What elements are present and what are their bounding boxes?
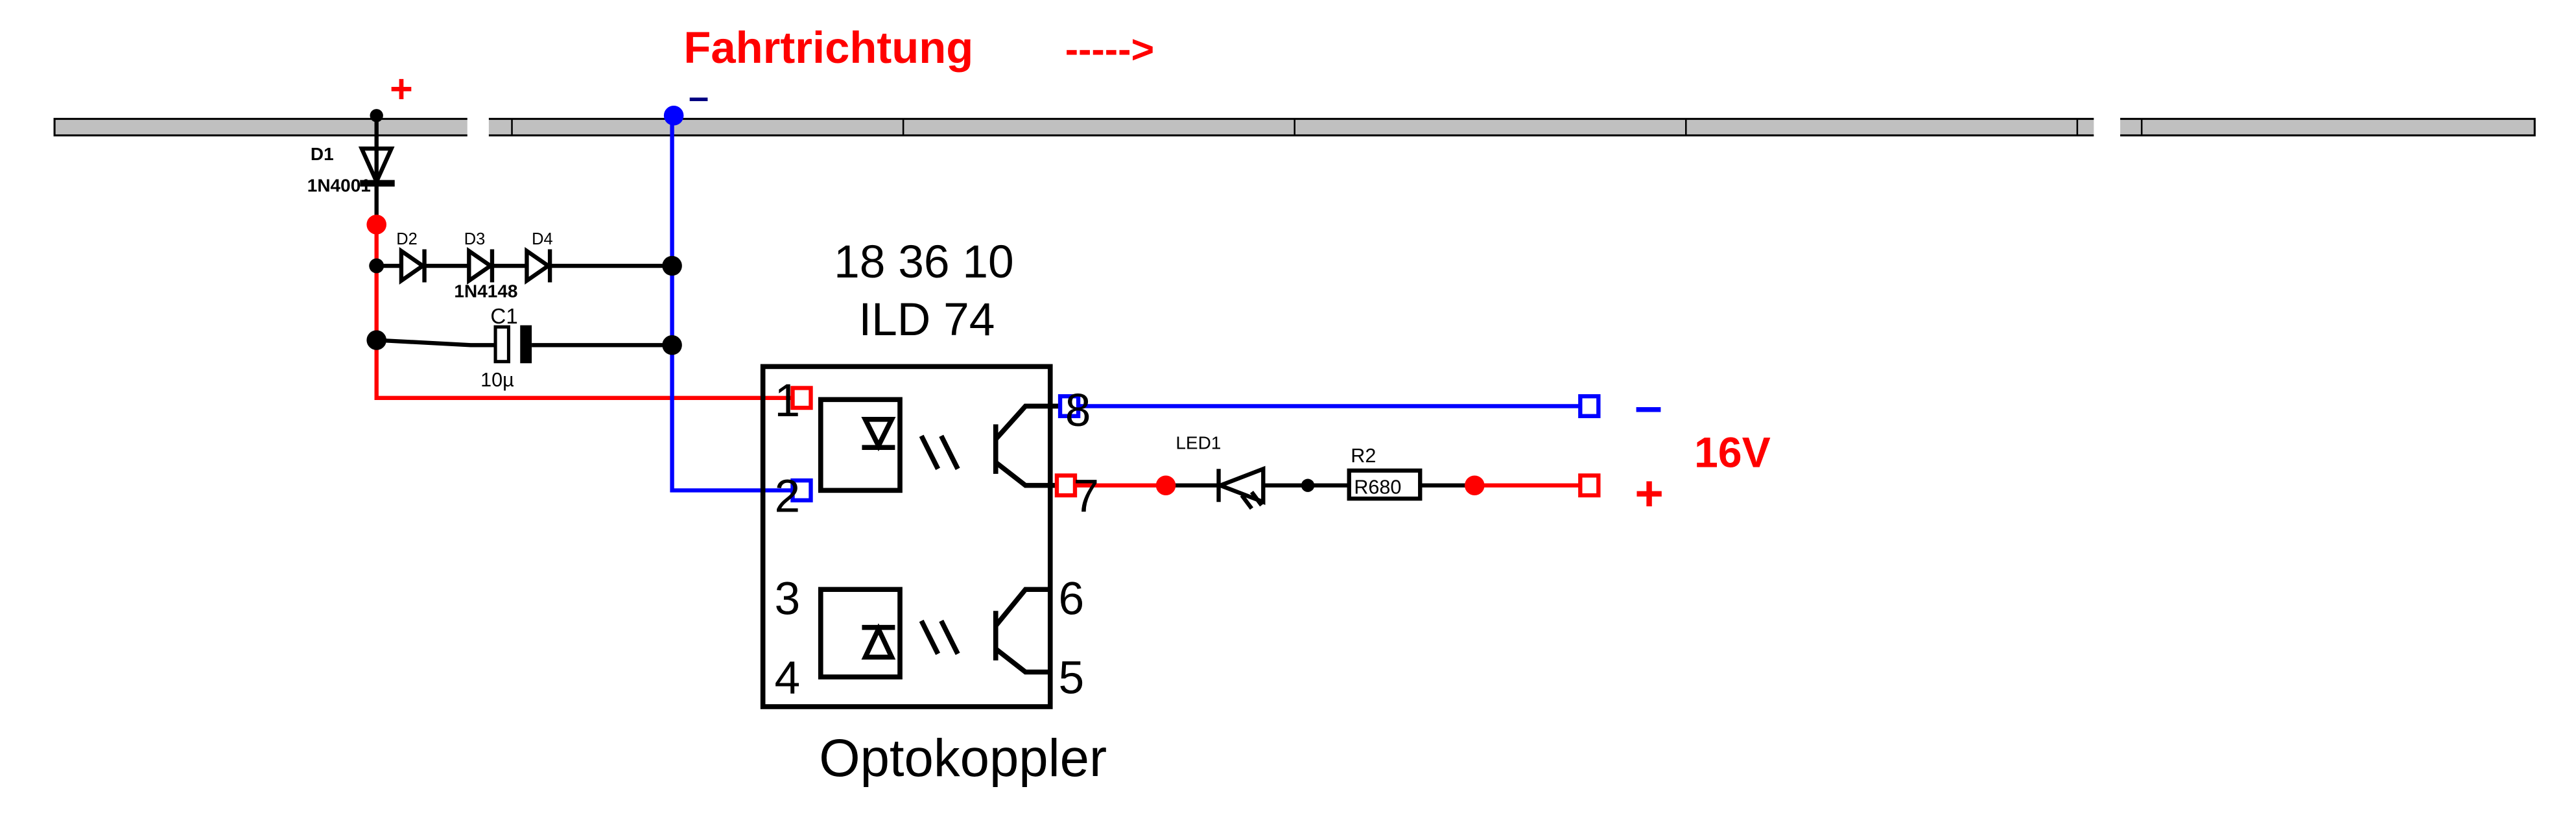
d2-ref: D2 (396, 230, 418, 248)
track-rail (53, 115, 2536, 139)
rail-minus-label: – (689, 76, 709, 117)
pin-7: 7 (1073, 470, 1099, 522)
led1-ref: LED1 (1176, 433, 1221, 453)
pin-5: 5 (1059, 652, 1085, 704)
pin-8: 8 (1065, 384, 1091, 436)
led1 (1214, 465, 1266, 510)
opto-label: Optokoppler (819, 729, 1107, 788)
opto-pin-terminals (790, 386, 1081, 502)
supply-voltage: 16V (1694, 429, 1771, 477)
resistor-r2 (1347, 468, 1423, 501)
d3-ref: D3 (464, 230, 486, 248)
d1-ref: D1 (311, 144, 334, 164)
junction-nodes (366, 105, 1485, 496)
c1-value: 10µ (480, 369, 514, 391)
diodes-d2-d4 (399, 247, 552, 285)
optocoupler-ic (760, 364, 1070, 709)
opto-part-numbers: 18 36 10 (834, 236, 1014, 288)
pin-3: 3 (774, 572, 800, 624)
pin-1: 1 (774, 375, 800, 427)
supply-minus: – (1635, 379, 1662, 434)
capacitor-c1 (493, 325, 532, 364)
rail-plus-label: + (390, 67, 413, 111)
supply-plus: + (1635, 466, 1664, 521)
pin-2: 2 (774, 470, 800, 522)
supply-terminals (1578, 394, 1601, 498)
diode-d1 (358, 147, 395, 187)
direction-label: Fahrtrichtung (683, 23, 973, 73)
d4-ref: D4 (532, 230, 553, 248)
c1-ref: C1 (490, 305, 517, 329)
d1-value: 1N4001 (307, 175, 371, 195)
pin-6: 6 (1059, 572, 1085, 624)
pin-4: 4 (774, 652, 800, 704)
opto-pin-numbers: 1 2 3 4 5 6 7 8 (774, 375, 1099, 704)
opto-type: ILD 74 (858, 294, 995, 346)
direction-arrow: -----> (1065, 27, 1154, 71)
r2-ref: R2 (1351, 445, 1376, 467)
r2-value: R680 (1354, 476, 1401, 498)
diodes-value: 1N4148 (454, 281, 517, 301)
